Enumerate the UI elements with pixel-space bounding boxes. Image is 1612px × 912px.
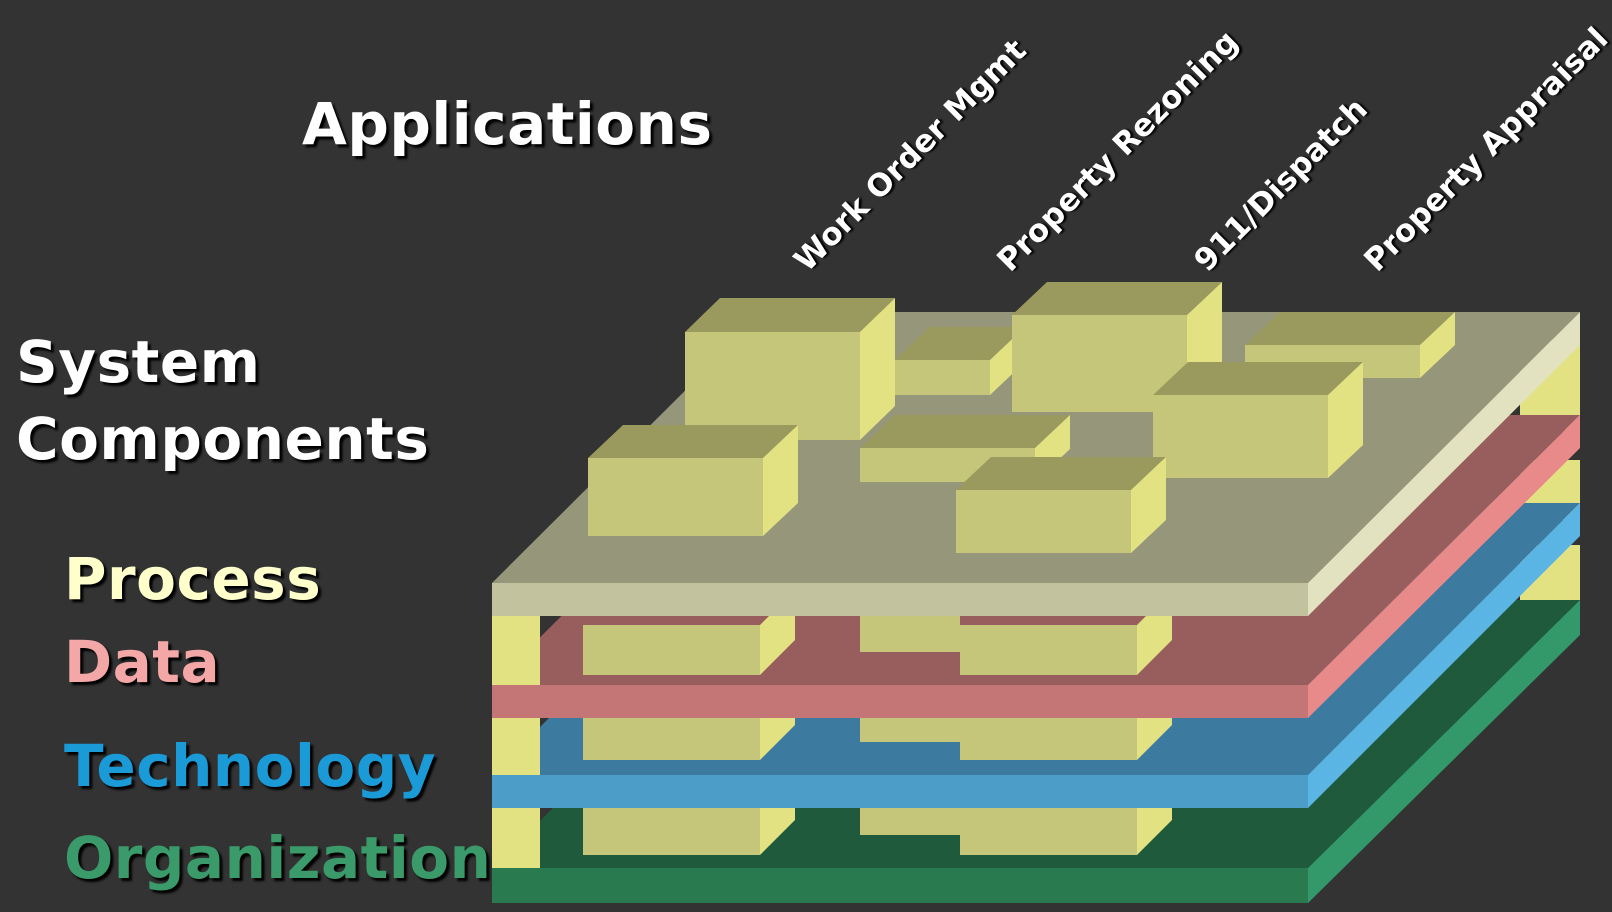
layer-label-process: Process xyxy=(64,545,322,613)
component-block xyxy=(895,327,1025,395)
layer-label-organization: Organization xyxy=(64,824,492,892)
component-blocks xyxy=(588,282,1455,553)
component-block xyxy=(956,457,1166,553)
component-block xyxy=(588,425,798,536)
applications-title: Applications xyxy=(302,90,713,158)
system-components-label-line2: Components xyxy=(16,405,430,473)
component-block xyxy=(1153,362,1363,478)
layer-label-technology: Technology xyxy=(64,732,437,800)
layer-label-data: Data xyxy=(64,628,221,696)
system-components-label-line1: System xyxy=(16,328,261,396)
component-block xyxy=(685,298,895,440)
pillars-data-process xyxy=(492,590,1172,685)
